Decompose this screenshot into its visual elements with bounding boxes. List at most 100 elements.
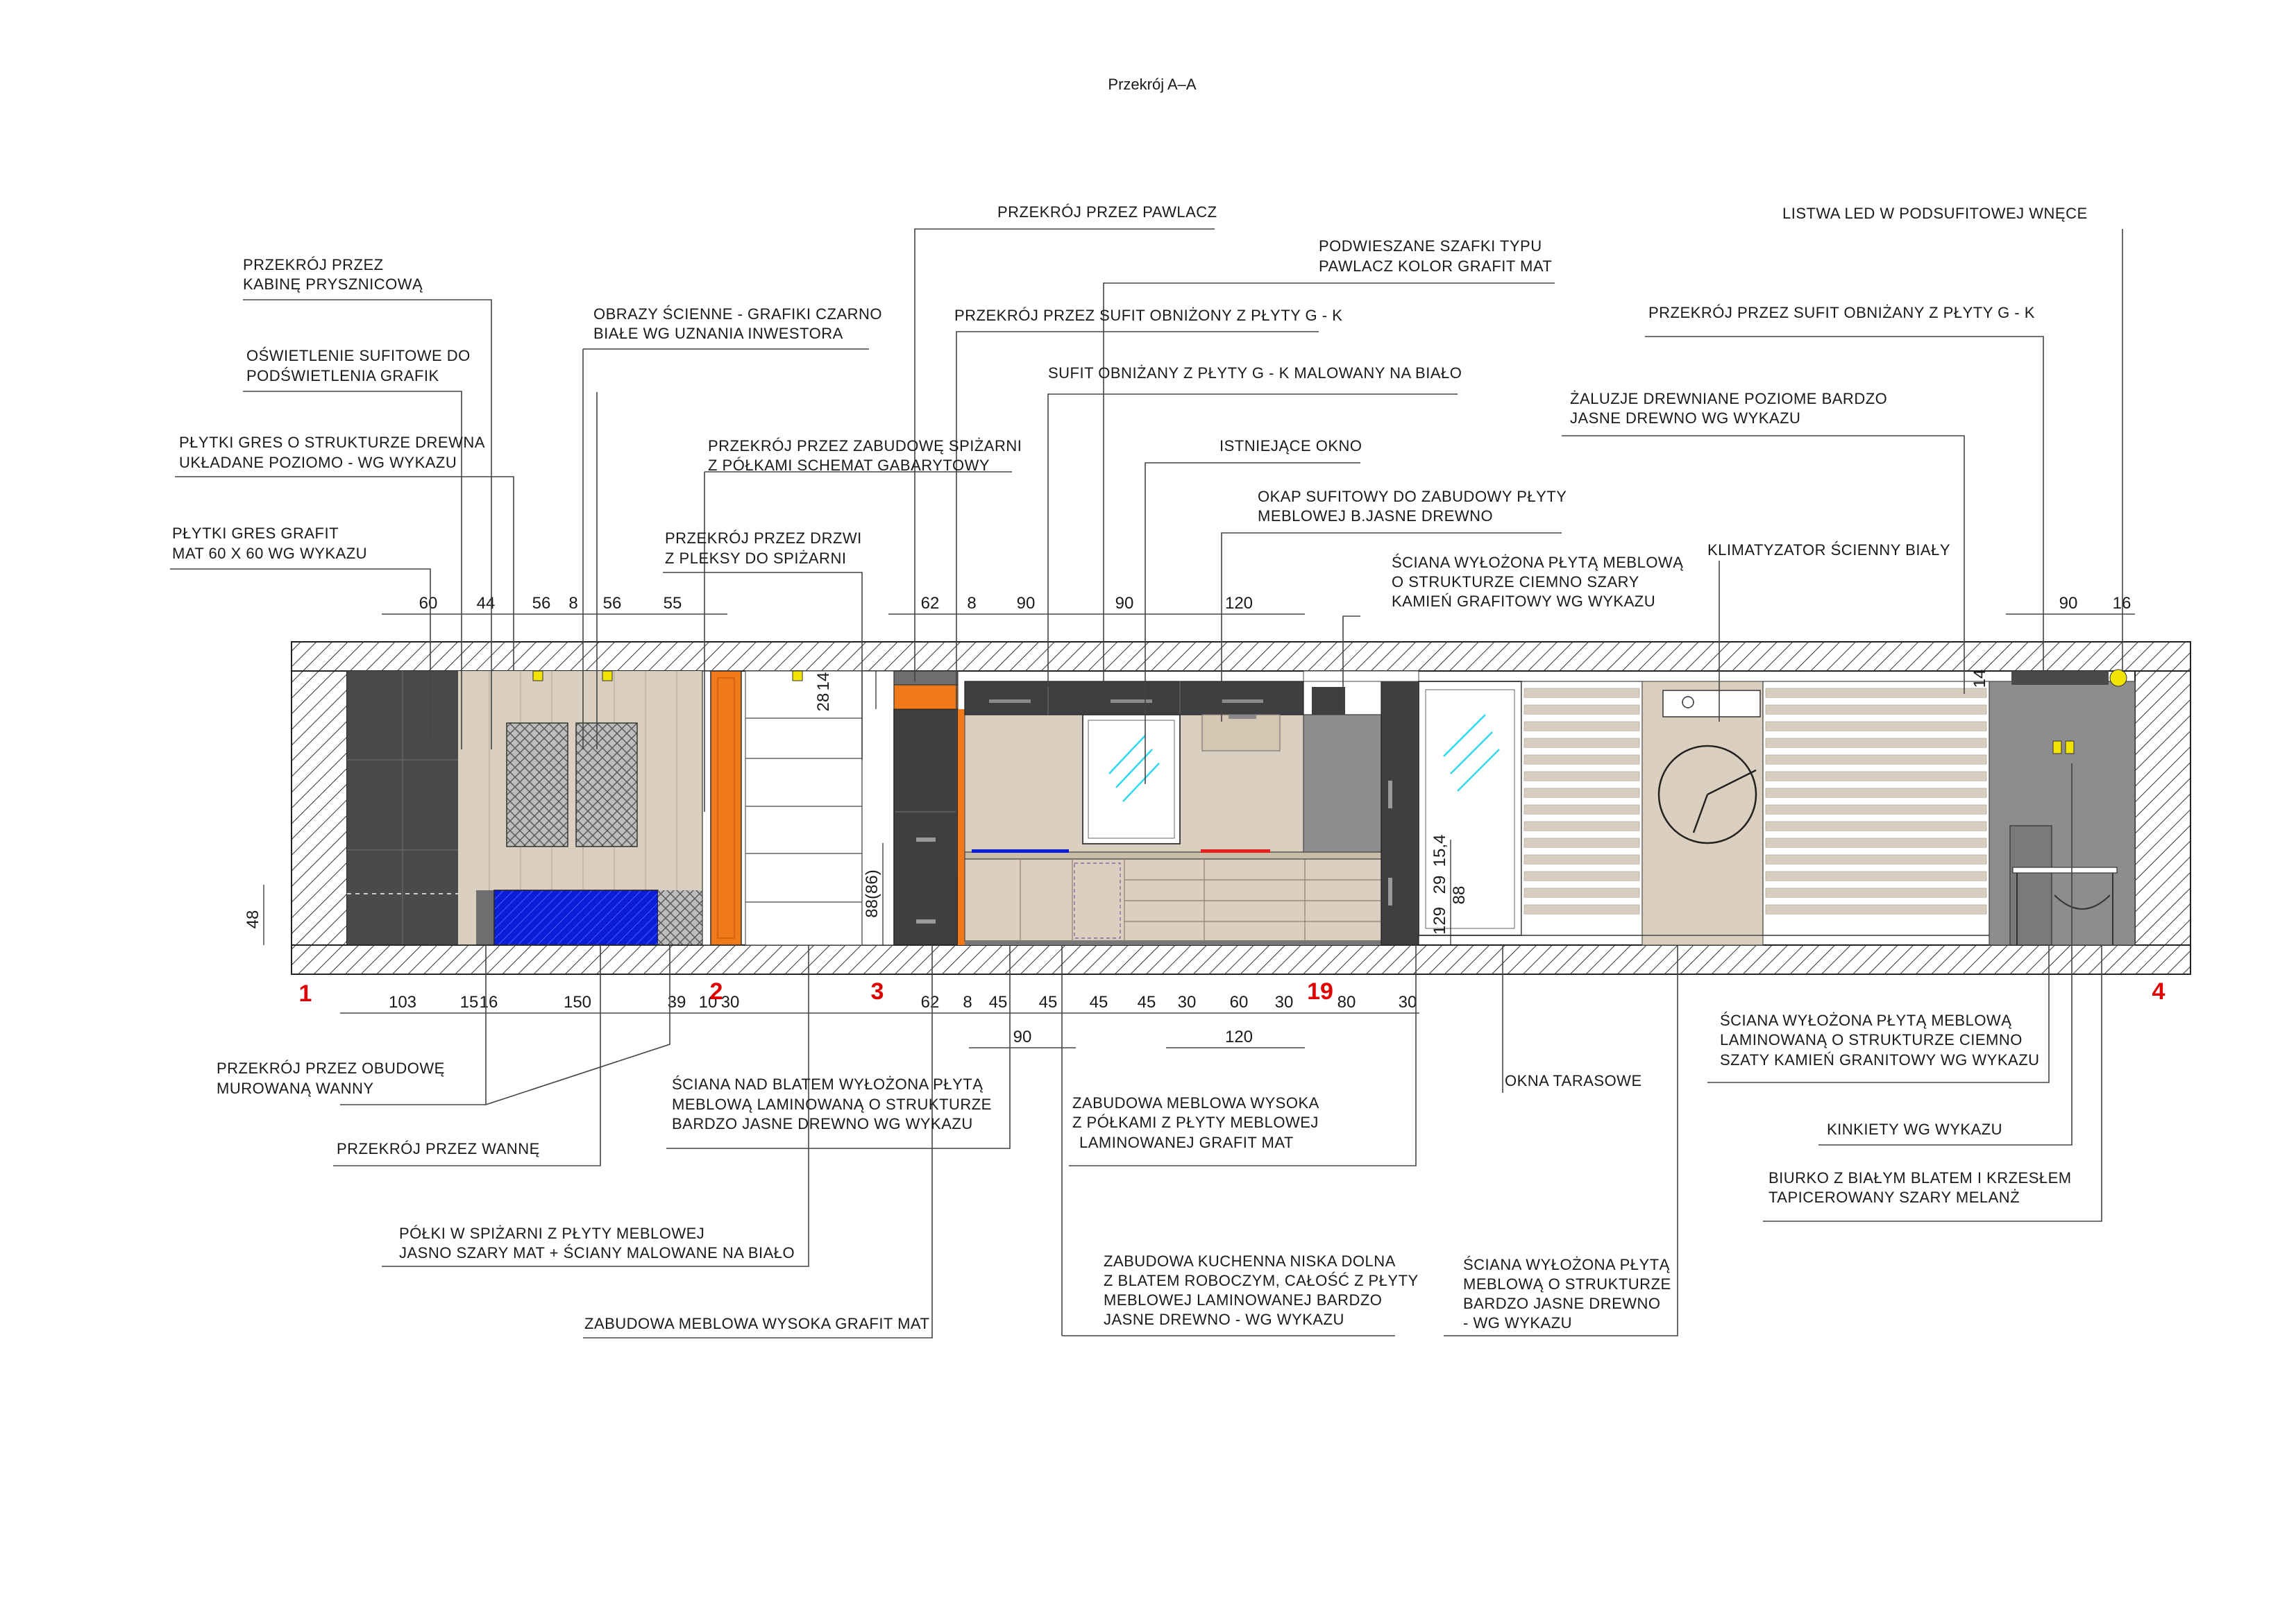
dim-bottom: 60 <box>1230 993 1249 1012</box>
vertical-dimensions: 48 28 14 88(86) 129 29 15,4 88 14 <box>244 670 1989 935</box>
dim-bottom: 30 <box>1399 993 1417 1012</box>
blind-slat <box>1523 721 1640 731</box>
annotation-text: Z PÓŁKAMI Z PŁYTY MEBLOWEJ <box>1072 1114 1319 1131</box>
dim-top: 90 <box>1115 594 1134 613</box>
dim-top: 60 <box>419 594 438 613</box>
grey-wall-panel <box>1303 714 1382 853</box>
blind-slat <box>1765 704 1987 715</box>
annotation-text: Z PÓŁKAMI SCHEMAT GABARYTOWY <box>708 457 990 474</box>
plexi-door-section <box>710 670 742 946</box>
dim-bottom: 80 <box>1337 993 1356 1012</box>
dim-bottom: 45 <box>1039 993 1058 1012</box>
annotation-text: LAMINOWANĄ O STRUKTURZE CIEMNO <box>1720 1031 2023 1048</box>
desk-top <box>2012 867 2118 874</box>
annotation-text: ISTNIEJĄCE OKNO <box>1219 437 1362 454</box>
blind-slat <box>1523 788 1640 798</box>
annotation-text: O STRUKTURZE CIEMNO SZARY <box>1392 573 1639 590</box>
annotation-text: MEBLOWĄ LAMINOWANĄ O STRUKTURZE <box>672 1096 992 1113</box>
ceiling-soffit-orange <box>893 684 959 710</box>
annotation-text: Z PLEKSY DO SPIŻARNI <box>665 550 846 567</box>
blind-slat <box>1523 704 1640 715</box>
bathtub-enclosure-right <box>658 890 702 945</box>
annotation-text: PRZEKRÓJ PRZEZ PAWLACZ <box>997 203 1217 221</box>
annotations: PRZEKRÓJ PRZEZ KABINĘ PRYSZNICOWĄ OŚWIET… <box>172 203 2087 1332</box>
annotation-text: OKAP SUFITOWY DO ZABUDOWY PŁYTY <box>1258 488 1567 505</box>
axis-markers: 1 2 3 19 4 <box>299 978 2166 1007</box>
dim-vertical: 28 <box>814 693 833 712</box>
ceiling-spotlight-2 <box>602 670 613 681</box>
dim-bottom: 8 <box>963 993 972 1012</box>
building-structure <box>291 641 2191 975</box>
annotation-text: BIAŁE WG UZNANIA INWESTORA <box>593 325 843 342</box>
hob-blue <box>972 849 1069 853</box>
dim-vertical: 14 <box>1970 670 1989 688</box>
dim-top: 44 <box>477 594 496 613</box>
dim-vertical: 129 <box>1430 907 1449 935</box>
wall-sconce-1 <box>2052 740 2062 754</box>
annotation-text: PŁYTKI GRES O STRUKTURZE DREWNA <box>179 434 485 451</box>
blind-slat <box>1523 821 1640 831</box>
annotation-text: ŻALUZJE DREWNIANE POZIOME BARDZO <box>1570 390 1887 407</box>
wall-graphic-left <box>506 722 568 847</box>
dim-bottom-secondary: 120 <box>1225 1028 1253 1046</box>
pantry-light <box>792 670 803 681</box>
annotation-text: TAPICEROWANY SZARY MELANŻ <box>1769 1189 2020 1206</box>
annotation-text: BIURKO Z BIAŁYM BLATEM I KRZESŁEM <box>1769 1169 2072 1187</box>
living-office-section <box>1418 669 2136 946</box>
blind-slat <box>1523 838 1640 848</box>
pawlacz-cabinet-top <box>893 670 959 686</box>
blind-slat <box>1765 788 1987 798</box>
blind-slat <box>1765 821 1987 831</box>
dimension-lines <box>263 613 2135 1048</box>
kitchen-section <box>893 670 1419 946</box>
dim-bottom-secondary: 90 <box>1013 1028 1032 1046</box>
dim-top: 8 <box>568 594 577 613</box>
annotation-text: SZATY KAMIEŃ GRANITOWY WG WYKAZU <box>1720 1051 2040 1069</box>
blind-slat <box>1765 887 1987 898</box>
annotation-text: ŚCIANA NAD BLATEM WYŁOŻONA PŁYTĄ <box>672 1076 983 1093</box>
annotation-text: UKŁADANE POZIOMO - WG WYKAZU <box>179 454 457 471</box>
blind-slat <box>1765 904 1987 915</box>
annotation-text: MEBLOWEJ LAMINOWANEJ BARDZO <box>1104 1291 1382 1309</box>
dim-bottom: 30 <box>1178 993 1197 1012</box>
dim-top: 90 <box>1017 594 1036 613</box>
annotation-text: PRZEKRÓJ PRZEZ OBUDOWĘ <box>217 1060 445 1077</box>
dim-vertical: 15,4 <box>1430 835 1449 867</box>
annotation-text: JASNE DREWNO - WG WYKAZU <box>1104 1311 1344 1328</box>
partition-wall <box>702 670 711 946</box>
annotation-text: BARDZO JASNE DREWNO WG WYKAZU <box>672 1115 973 1132</box>
axis-marker: 2 <box>710 978 723 1005</box>
dim-bottom: 39 <box>668 993 686 1012</box>
blind-slat <box>1523 804 1640 815</box>
blind-slat <box>1523 754 1640 765</box>
axis-marker: 1 <box>299 980 312 1007</box>
annotation-text: - WG WYKAZU <box>1463 1314 1572 1332</box>
dim-bottom: 62 <box>921 993 940 1012</box>
annotation-text: PÓŁKI W SPIŻARNI Z PŁYTY MEBLOWEJ <box>399 1225 704 1242</box>
floor-slab <box>291 944 2191 975</box>
annotation-text: ŚCIANA WYŁOŻONA PŁYTĄ MEBLOWĄ <box>1392 554 1683 571</box>
annotation-text: PŁYTKI GRES GRAFIT <box>172 525 339 542</box>
dim-bottom: 15 <box>460 993 479 1012</box>
blind-slat <box>1523 871 1640 881</box>
blind-slat <box>1765 871 1987 881</box>
dim-top: 8 <box>967 594 976 613</box>
annotation-text: ŚCIANA WYŁOŻONA PŁYTĄ <box>1463 1256 1670 1273</box>
annotation-text: KABINĘ PRYSZNICOWĄ <box>243 275 423 293</box>
annotation-text: LAMINOWANEJ GRAFIT MAT <box>1079 1134 1294 1151</box>
bathroom-section <box>347 670 702 946</box>
base-cabinets <box>964 858 1382 942</box>
axis-marker: 19 <box>1307 978 1333 1005</box>
dim-vertical: 88 <box>1450 886 1469 905</box>
blind-slat <box>1765 854 1987 865</box>
blind-slat <box>1523 688 1640 698</box>
dim-top: 55 <box>664 594 682 613</box>
blind-slat <box>1523 771 1640 781</box>
dim-bottom: 103 <box>389 993 416 1012</box>
ceiling-hood <box>1201 714 1281 751</box>
blind-slat <box>1523 854 1640 865</box>
top-dimensions: 60 44 56 8 56 55 62 8 90 90 120 90 16 <box>419 594 2132 613</box>
dim-vertical: 29 <box>1430 876 1449 894</box>
blind-slat <box>1765 688 1987 698</box>
